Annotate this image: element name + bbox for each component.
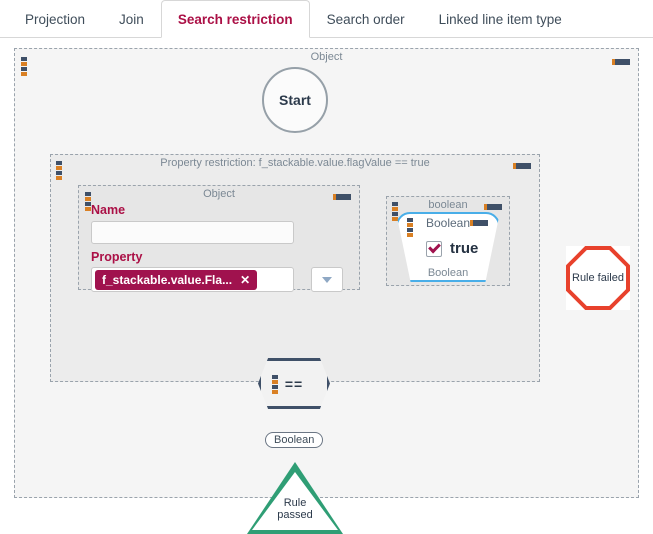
boolean-value-node[interactable]: Boolean true Boolean [396,212,500,282]
boolean-container-drag-handle[interactable] [392,202,398,221]
property-restriction-drag-handle[interactable] [56,161,62,180]
rule-passed-label: Rule passed [247,497,343,522]
outer-object-container-label: Object [310,51,343,63]
tab-label: Search restriction [177,11,293,27]
boolean-checkbox-row[interactable]: true [426,240,478,257]
object-form-label: Object [203,188,235,200]
boolean-checkbox-label: true [450,240,479,257]
boolean-node-minimize-button[interactable] [470,220,488,226]
rule-failed-node[interactable]: Rule failed [566,246,630,310]
name-field-label: Name [91,203,126,217]
octagon-inner [570,250,626,306]
equals-node-label: == [284,375,304,392]
boolean-node-title: Boolean [425,216,471,230]
chevron-down-icon [322,276,332,283]
object-form-minimize-button[interactable] [333,194,351,200]
boolean-node-footer: Boolean [427,267,469,279]
rule-diagram-canvas[interactable]: Object Start Property restriction: f_sta… [0,38,653,534]
object-form-container[interactable]: Object Name Property f_stackable.value.F… [78,185,360,292]
tab-search-order[interactable]: Search order [310,0,422,37]
tab-label: Join [119,11,144,27]
boolean-type-pill-label: Boolean [274,434,315,446]
outer-object-minimize-button[interactable] [612,59,630,65]
boolean-checkbox[interactable] [426,240,442,257]
boolean-node-drag-handle[interactable] [407,218,413,237]
boolean-type-pill: Boolean [265,432,324,448]
name-input[interactable] [91,221,294,244]
object-form-drag-handle[interactable] [85,192,91,211]
tab-label: Search order [326,11,405,27]
property-chip-remove-icon[interactable]: ✕ [240,272,251,287]
rule-passed-line2: passed [277,509,313,522]
tab-projection[interactable]: Projection [8,0,102,37]
boolean-container-minimize-button[interactable] [484,204,502,210]
property-chip-label: f_stackable.value.Fla... [102,272,233,287]
tab-search-restriction[interactable]: Search restriction [160,0,310,38]
property-field-label: Property [91,250,143,264]
rule-failed-label: Rule failed [572,272,624,284]
outer-object-drag-handle[interactable] [21,57,27,76]
tab-bar: Projection Join Search restriction Searc… [0,0,653,38]
property-restriction-label: Property restriction: f_stackable.value.… [160,157,430,169]
tab-linked-line-item-type[interactable]: Linked line item type [422,0,579,37]
start-node[interactable]: Start [262,67,328,133]
property-select-dropdown-button[interactable] [311,267,343,292]
property-select[interactable]: f_stackable.value.Fla... ✕ [91,267,294,292]
rule-passed-node[interactable]: Rule passed [247,462,343,534]
tab-label: Projection [25,11,86,27]
tab-join[interactable]: Join [102,0,161,37]
equals-operator-node[interactable]: == [258,358,330,409]
equals-node-drag-handle[interactable] [272,375,278,394]
rule-passed-line1: Rule [283,496,307,509]
check-icon [427,240,441,254]
tab-label: Linked line item type [438,11,562,27]
property-restriction-minimize-button[interactable] [513,163,531,169]
start-node-label: Start [279,92,311,108]
property-chip[interactable]: f_stackable.value.Fla... ✕ [95,269,258,290]
